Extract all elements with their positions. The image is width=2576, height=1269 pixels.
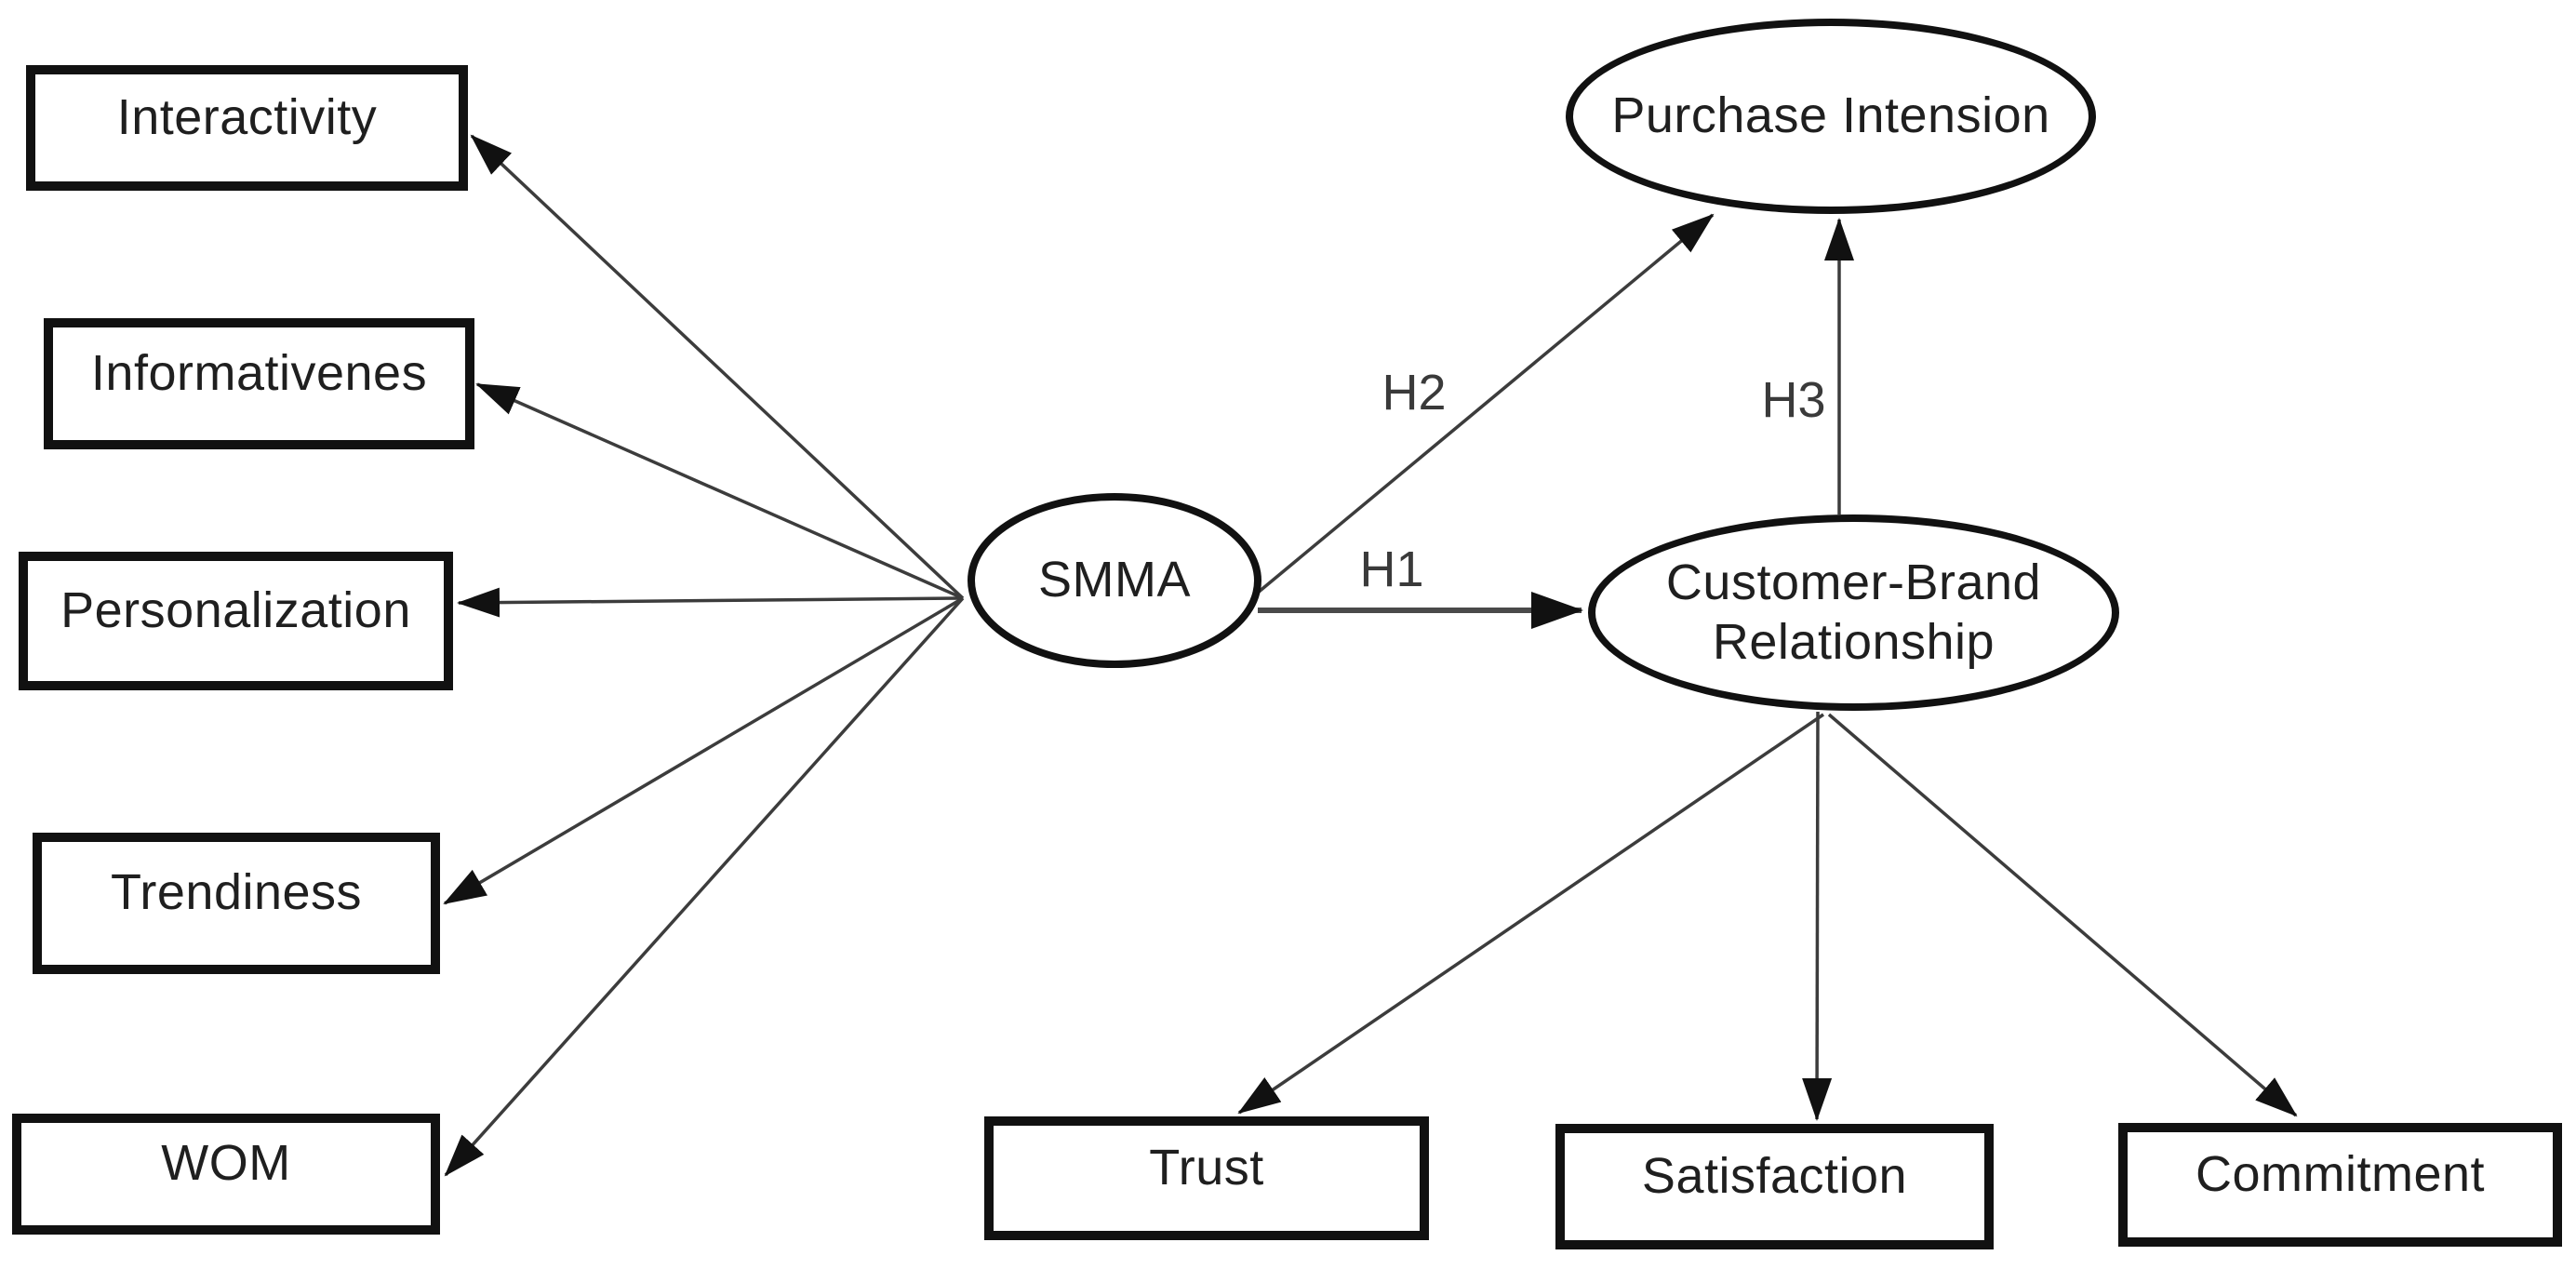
node-purchase-intension: Purchase Intension (1566, 19, 2096, 214)
edge-label-h1: H1 (1359, 541, 1424, 597)
node-informativeness: Informativenes (44, 318, 474, 449)
node-smma-label: SMMA (1038, 552, 1191, 608)
node-commitment: Commitment (2118, 1123, 2562, 1247)
node-trendiness: Trendiness (33, 833, 440, 974)
arrow-customer-brand-relationship-to-trust (1237, 713, 1824, 1115)
node-trendiness-label: Trendiness (110, 864, 363, 920)
arrow-smma-to-trendiness (443, 596, 964, 905)
arrow-customer-brand-relationship-to-commitment (1827, 713, 2298, 1117)
node-smma: SMMA (968, 493, 1261, 668)
node-trust-label: Trust (1149, 1139, 1264, 1196)
arrow-customer-brand-relationship-to-satisfaction (1802, 711, 1833, 1121)
arrow-smma-to-informativeness (475, 382, 964, 600)
arrow-smma-to-interactivity (470, 134, 965, 600)
node-wom-label: WOM (161, 1135, 291, 1191)
node-satisfaction: Satisfaction (1555, 1124, 1994, 1249)
node-purchase-intension-label: Purchase Intension (1611, 87, 2050, 144)
arrow-smma-to-personalization (457, 587, 964, 618)
node-interactivity-label: Interactivity (116, 88, 378, 145)
arrow-smma-to-wom (444, 596, 965, 1177)
node-commitment-label: Commitment (2195, 1145, 2486, 1202)
node-informativeness-label: Informativenes (90, 344, 428, 401)
edge-label-h3: H3 (1761, 372, 1826, 428)
arrow-smma-to-purchase-intension-h2 (1256, 213, 1715, 594)
node-wom: WOM (12, 1114, 440, 1235)
node-personalization-label: Personalization (60, 581, 411, 638)
node-customer-brand-relationship-label: Customer-Brand Relationship (1665, 554, 2042, 670)
node-trust: Trust (984, 1116, 1429, 1240)
node-interactivity: Interactivity (26, 65, 468, 191)
node-satisfaction-label: Satisfaction (1641, 1147, 1908, 1204)
edge-label-h2: H2 (1381, 365, 1447, 421)
node-personalization: Personalization (19, 552, 453, 690)
node-customer-brand-relationship: Customer-Brand Relationship (1588, 514, 2119, 711)
